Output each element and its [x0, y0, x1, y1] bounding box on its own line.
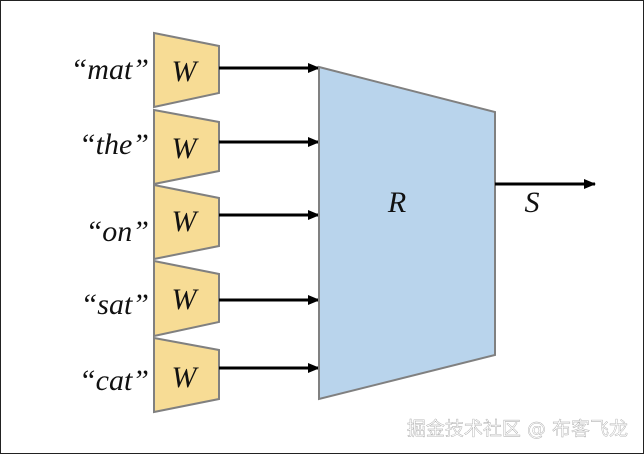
embedding-block-cat: W — [153, 336, 220, 414]
embedding-block-the: W — [153, 108, 220, 186]
embedding-label: W — [172, 132, 200, 165]
embedding-label: W — [172, 205, 200, 238]
embedding-label: W — [172, 55, 200, 88]
embedding-label: W — [172, 361, 200, 394]
composer-block: R — [318, 65, 496, 401]
composer-label: R — [387, 186, 406, 219]
word-label-on: “on” — [86, 215, 149, 248]
embedding-label: W — [172, 283, 200, 316]
word-label-sat: “sat” — [81, 288, 149, 321]
watermark-text: 掘金技术社区 @ 布客飞龙 — [407, 418, 628, 440]
embedding-block-on: W — [153, 183, 220, 261]
embedding-block-mat: W — [153, 31, 220, 109]
word-label-the: “the” — [79, 128, 149, 161]
output-label: S — [525, 186, 540, 219]
embedding-block-sat: W — [153, 259, 220, 338]
word-label-mat: “mat” — [71, 53, 149, 86]
word-label-cat: “cat” — [79, 364, 149, 397]
